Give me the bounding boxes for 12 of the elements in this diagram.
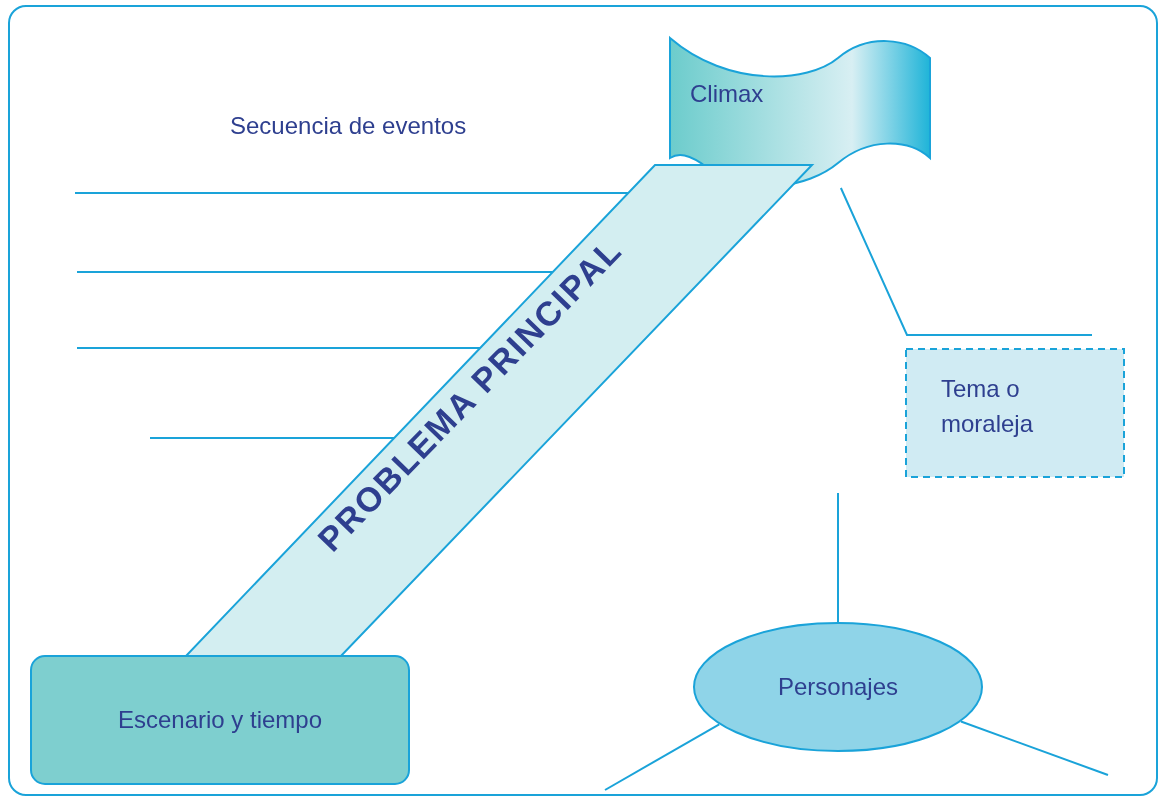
fill-in-line [76,271,554,273]
fill-in-line [839,187,1093,336]
fill-in-line [959,720,1109,776]
node-label: Personajes [777,673,899,701]
node-label: Escenario y tiempo [117,706,323,734]
fill-in-line [837,492,839,623]
node-label: Tema o moraleja [941,374,1035,439]
section-label: Secuencia de eventos [230,112,467,140]
fill-in-line [76,347,482,349]
fill-in-line [74,192,630,194]
node-label: Climax [690,80,764,108]
fill-in-line [604,723,721,791]
